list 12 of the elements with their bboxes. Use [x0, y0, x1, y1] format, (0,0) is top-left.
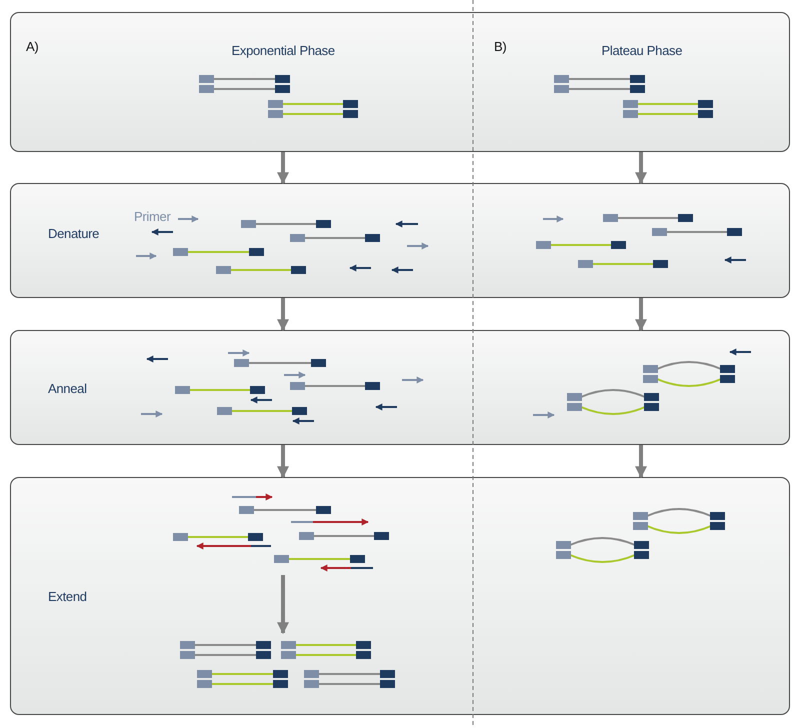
- step-panel: [10, 330, 790, 445]
- step-panel: [10, 183, 790, 298]
- step-label: Extend: [48, 589, 87, 604]
- step-panel: [10, 477, 790, 715]
- phase-title: Exponential Phase: [232, 43, 335, 58]
- primer-label: Primer: [134, 209, 170, 224]
- step-label: Denature: [48, 226, 100, 241]
- panel-label: A): [26, 39, 38, 54]
- phase-title: Plateau Phase: [602, 43, 682, 58]
- step-label: Anneal: [48, 381, 87, 396]
- step-panel: [10, 12, 790, 152]
- panel-label: B): [494, 39, 506, 54]
